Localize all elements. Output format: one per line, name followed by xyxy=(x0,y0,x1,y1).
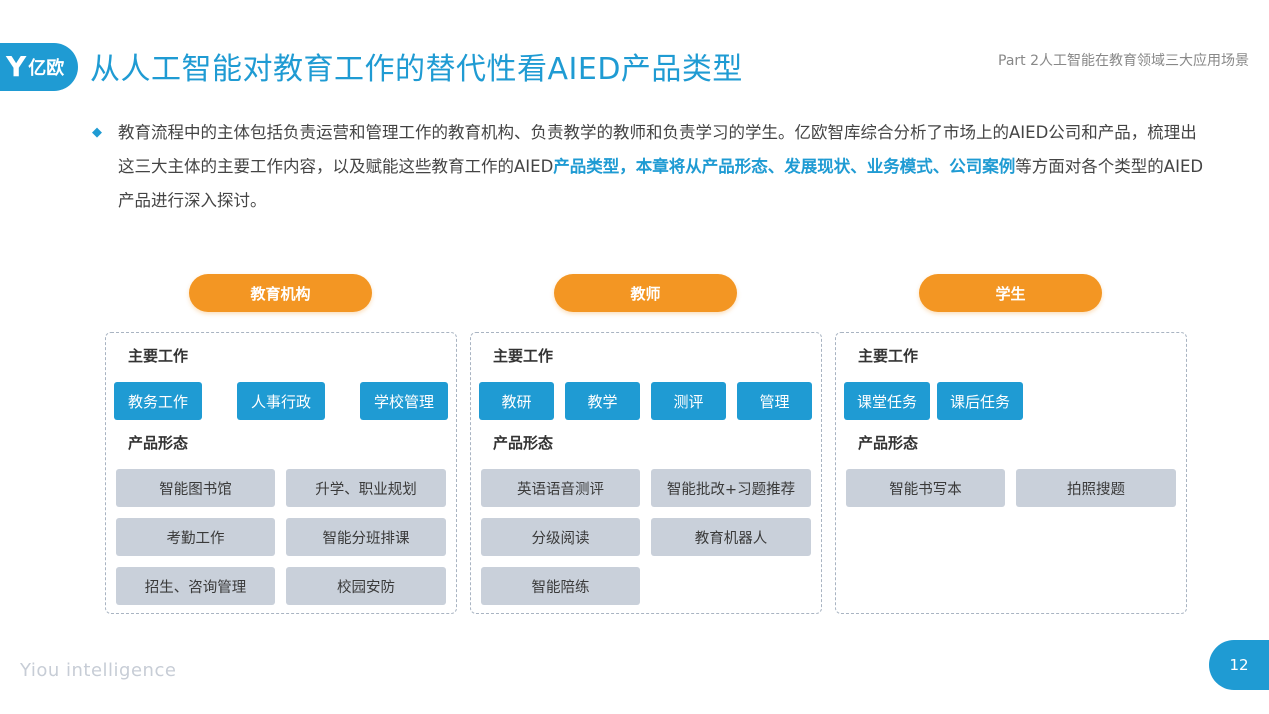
product-item: 智能书写本 xyxy=(846,469,1005,507)
product-form-label: 产品形态 xyxy=(128,434,189,452)
intro-paragraph: ◆ 教育流程中的主体包括负责运营和管理工作的教育机构、负责教学的教师和负责学习的… xyxy=(92,116,1212,218)
intro-highlight: 产品类型，本章将从产品形态、发展现状、业务模式、公司案例 xyxy=(553,157,1016,176)
task-item: 课堂任务 xyxy=(844,382,930,420)
product-item: 升学、职业规划 xyxy=(286,469,446,507)
product-form-label: 产品形态 xyxy=(858,434,919,452)
page-number: 12 xyxy=(1209,640,1269,690)
footer-brand: Yiou intelligence xyxy=(20,660,177,681)
task-item: 教学 xyxy=(565,382,640,420)
task-item: 学校管理 xyxy=(360,382,448,420)
diamond-bullet-icon: ◆ xyxy=(92,125,102,140)
page-title: 从人工智能对教育工作的替代性看AIED产品类型 xyxy=(90,52,743,87)
product-item: 智能批改+习题推荐 xyxy=(651,469,811,507)
task-item: 教务工作 xyxy=(114,382,202,420)
column-header-student: 学生 xyxy=(919,274,1102,312)
panel-teacher: 主要工作 教研 教学 测评 管理 产品形态 英语语音测评 智能批改+习题推荐 分… xyxy=(470,332,822,614)
product-item: 智能分班排课 xyxy=(286,518,446,556)
logo-text: 亿欧 xyxy=(28,58,65,79)
task-item: 人事行政 xyxy=(237,382,325,420)
task-item: 测评 xyxy=(651,382,726,420)
logo-y-icon: Y xyxy=(6,50,27,83)
task-item: 课后任务 xyxy=(937,382,1023,420)
product-item: 校园安防 xyxy=(286,567,446,605)
intro-text-2: 等方面对各个类型的AIED产品进行深入探讨。 xyxy=(118,157,1204,210)
panel-student: 主要工作 课堂任务 课后任务 产品形态 智能书写本 拍照搜题 xyxy=(835,332,1187,614)
main-work-label: 主要工作 xyxy=(128,347,189,365)
product-item: 智能图书馆 xyxy=(116,469,275,507)
section-label: Part 2人工智能在教育领域三大应用场景 xyxy=(998,53,1249,69)
main-work-label: 主要工作 xyxy=(493,347,554,365)
product-item: 拍照搜题 xyxy=(1016,469,1176,507)
product-item: 英语语音测评 xyxy=(481,469,640,507)
product-item: 智能陪练 xyxy=(481,567,640,605)
logo: Y 亿欧 xyxy=(0,43,78,91)
column-header-teacher: 教师 xyxy=(554,274,737,312)
task-item: 教研 xyxy=(479,382,554,420)
main-work-label: 主要工作 xyxy=(858,347,919,365)
product-form-label: 产品形态 xyxy=(493,434,554,452)
column-header-institution: 教育机构 xyxy=(189,274,372,312)
product-item: 考勤工作 xyxy=(116,518,275,556)
intro-text-1: 教育流程中的主体包括负责运营和管理工作的教育机构、负责教学的教师和负责学习的学生… xyxy=(118,123,1197,176)
product-item: 教育机器人 xyxy=(651,518,811,556)
product-item: 招生、咨询管理 xyxy=(116,567,275,605)
task-item: 管理 xyxy=(737,382,812,420)
intro-text: 教育流程中的主体包括负责运营和管理工作的教育机构、负责教学的教师和负责学习的学生… xyxy=(118,116,1212,218)
product-item: 分级阅读 xyxy=(481,518,640,556)
panel-institution: 主要工作 教务工作 人事行政 学校管理 产品形态 智能图书馆 升学、职业规划 考… xyxy=(105,332,457,614)
